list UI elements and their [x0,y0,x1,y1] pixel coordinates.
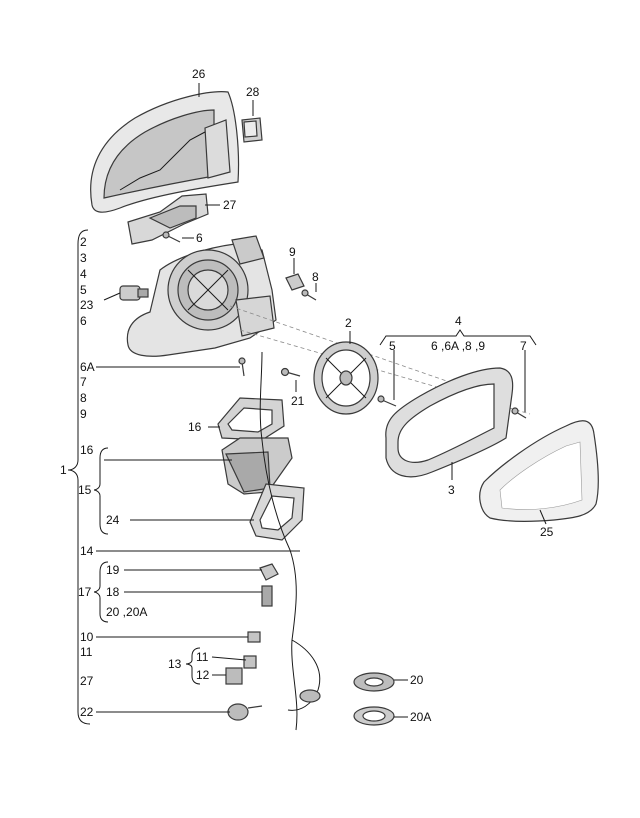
part-screw-7 [511,407,527,419]
label-6a: 6A [80,360,95,374]
label-11-list: 11 [80,645,93,659]
label-3-frame: 3 [448,483,455,497]
label-14: 14 [80,544,94,558]
part-connector-10 [247,631,261,643]
label-4-group: 4 [455,314,462,328]
label-1: 1 [60,463,67,477]
leader-lines [67,83,547,725]
label-16-list: 16 [80,443,94,457]
part-screw-8 [301,289,317,301]
label-6-list: 6 [80,314,87,328]
part-connector-23 [119,285,149,301]
label-17: 17 [78,585,92,599]
part-screw-6 [162,231,181,243]
label-16-part: 16 [188,420,202,434]
label-20a: 20A [410,710,431,724]
label-3-list: 3 [80,251,87,265]
label-5-list: 5 [80,283,87,297]
label-26: 26 [192,67,206,81]
part-seal-20a [353,706,395,726]
part-screw-6a [238,357,246,377]
part-gasket [217,397,285,441]
part-seal-20 [353,672,395,692]
label-7-group: 7 [520,339,527,353]
label-2-plate: 2 [345,316,352,330]
label-24: 24 [106,513,120,527]
part-connector-12 [225,667,243,685]
part-mirror-base [126,235,277,357]
label-4-list: 4 [80,267,87,281]
label-27-top: 27 [223,198,237,212]
label-10: 10 [80,630,94,644]
label-8: 8 [312,270,319,284]
part-housing-frame [385,367,514,478]
label-23: 23 [80,298,94,312]
label-15: 15 [78,483,92,497]
label-20-20a-list: 20 ,20A [106,605,147,619]
label-5-group: 5 [389,339,396,353]
label-6-6a-8-9: 6 ,6A ,8 ,9 [431,339,485,353]
label-19: 19 [106,563,120,577]
part-lower-gasket [249,483,305,541]
part-fitting-9 [285,273,305,291]
label-22: 22 [80,705,94,719]
part-carrier-plate [313,341,379,415]
part-boot-cover [221,437,293,495]
part-clip-19 [259,563,279,581]
label-9-list: 9 [80,407,87,421]
callout-labels: 26 28 27 2 3 4 5 23 6 6 9 8 2 4 5 6 ,6A … [60,67,554,724]
alignment-line-1 [229,305,491,397]
part-screw-5 [377,395,397,407]
label-8-list: 8 [80,391,87,405]
part-mirror-cover [90,91,240,213]
cable-branch [287,639,321,711]
part-holder-18 [261,585,273,607]
label-2-list: 2 [80,235,87,249]
label-6-screw: 6 [196,231,203,245]
label-12: 12 [196,668,210,682]
part-screw-21 [280,367,301,377]
label-7-list: 7 [80,375,87,389]
part-clip [241,117,263,143]
label-18: 18 [106,585,120,599]
label-27-list: 27 [80,674,94,688]
label-13: 13 [168,657,182,671]
label-28: 28 [246,85,260,99]
label-9: 9 [289,245,296,259]
part-grommet-22 [227,703,263,721]
cable-harness [259,351,298,731]
part-mirror-glass [479,420,599,522]
label-11-part: 11 [196,650,209,664]
part-cover-bracket [127,193,209,245]
alignment-line-2 [239,329,531,415]
part-connector-11 [243,655,257,669]
label-25: 25 [540,525,554,539]
label-21: 21 [291,394,305,408]
part-cable-grommet [299,689,321,703]
label-20: 20 [410,673,424,687]
